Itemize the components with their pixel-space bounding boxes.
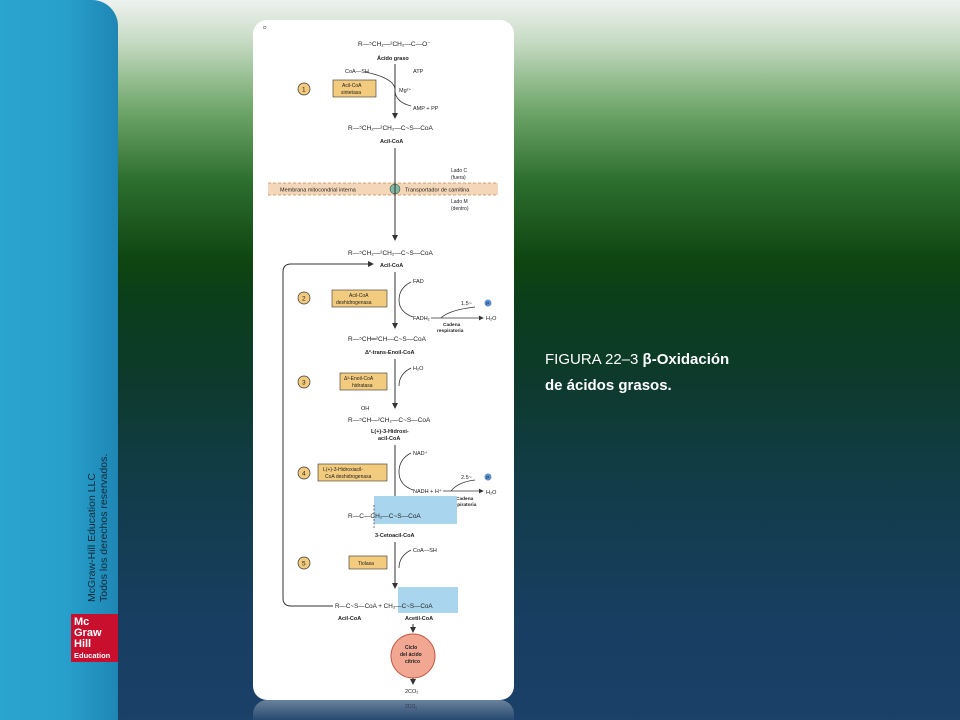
curve-step1	[364, 71, 412, 107]
copyright-notice: McGraw-Hill Education LLC Todos los dere…	[86, 454, 110, 602]
logo-line-3: Hill	[74, 638, 92, 650]
enzyme-acyl-coa-dehydrogenase	[331, 289, 388, 308]
chain-2-line-2: respiratoria	[450, 502, 477, 508]
nad-label: NAD⁺	[413, 450, 428, 457]
caption-title-2: de ácidos grasos.	[545, 377, 672, 394]
fadh2-label: FADH₂	[413, 316, 430, 322]
h2o-label: H₂O	[413, 366, 424, 372]
coa-sh-2: CoA—SH	[413, 548, 437, 554]
nadh-label: NADH + H⁺	[413, 488, 442, 495]
acetyl-highlight-box-2	[398, 587, 458, 613]
hydroxyacyl-label-2: acil-CoA	[378, 436, 400, 442]
acyl-coa-formula-1: R—⁵CH₂—²CH₂—C~S—CoA	[348, 125, 434, 132]
reflection-text: 2CO₂	[405, 704, 418, 710]
krebs-line-1: Ciclo	[405, 645, 417, 651]
chain-1-line-1: Cadena	[443, 322, 461, 328]
enzyme-3-line-1: Δ²-Enoil-CoA	[344, 376, 374, 382]
step-1-badge	[297, 82, 311, 96]
phosphate-p-2: P	[486, 475, 489, 480]
logo-line-2: Graw	[74, 627, 102, 639]
acyl-coa-label-2: Acil-CoA	[380, 263, 403, 269]
beta-oxidation-diagram: O R—⁵CH₂—²CH₂—C—O⁻ Ácido graso CoA—SH AT…	[263, 25, 498, 695]
caption-prefix: FIGURA 22–3	[545, 351, 643, 368]
hydroxyacyl-label-1: L(+)-3-Hidroxi-	[371, 429, 409, 435]
step-2-badge	[297, 291, 311, 305]
products-formula: R—C~S—CoA + CH₃—C~S—CoA	[335, 603, 433, 610]
oh-label: OH	[361, 406, 369, 412]
enzyme-3-line-2: hidratasa	[352, 383, 373, 389]
panel-reflection: 2CO₂	[253, 700, 514, 720]
atp-label: ATP	[413, 69, 424, 75]
water-1: H₂O	[486, 316, 497, 322]
coa-sh-1: CoA—SH	[345, 69, 369, 75]
enzyme-1-line-1: Acil-CoA	[342, 83, 362, 89]
enzyme-2-line-2: deshidrogenasa	[336, 300, 372, 306]
transporter-label: Transportador de carnitina	[405, 188, 470, 194]
fad-label: FAD	[413, 279, 424, 285]
enzyme-enoyl-coa-hydratase	[339, 372, 388, 391]
enzyme-thiolase	[348, 555, 388, 570]
yield-2: 2.5~	[461, 475, 472, 481]
mg-label: Mg²⁺	[399, 87, 411, 94]
enzyme-2-line-1: Acil-CoA	[349, 293, 369, 299]
enoyl-coa-label: Δ²-trans-Enoil-CoA	[365, 349, 415, 356]
phosphate-icon-1	[484, 299, 492, 307]
side-m-line-1: Lado M	[451, 199, 468, 205]
yield-1: 1.5~	[461, 301, 472, 307]
loop-arrow	[282, 261, 374, 607]
side-band	[0, 0, 118, 720]
figure-panel: O R—⁵CH₂—²CH₂—C—O⁻ Ácido graso CoA—SH AT…	[253, 20, 514, 700]
enzyme-hydroxyacyl-coa-dehydrogenase	[317, 463, 388, 482]
chain-2-line-1: Cadena	[456, 496, 474, 502]
figure-caption: FIGURA 22–3 β-Oxidación de ácidos grasos…	[545, 347, 805, 399]
product-acyl-coa: Acil-CoA	[338, 616, 361, 622]
step-5-number: 5	[302, 561, 306, 568]
acetyl-highlight-box-1	[374, 496, 457, 524]
product-acetyl-coa: Acetil-CoA	[405, 616, 433, 622]
inner-mitochondrial-membrane	[268, 183, 498, 195]
enoyl-coa-formula: R—⁵CH═²CH—C~S—CoA	[348, 336, 427, 343]
hydroxyacyl-formula: R—⁵CH—²CH₂—C~S—CoA	[348, 417, 431, 424]
mcgraw-hill-logo: Mc Graw Hill Education	[71, 614, 118, 662]
krebs-line-2: del ácido	[400, 652, 422, 658]
keto-acyl-formula: R—C—CH₂—C~S—CoA	[348, 513, 421, 520]
enzyme-5-label: Tiolasa	[358, 561, 374, 567]
chain-1-line-2: respiratoria	[437, 328, 464, 334]
logo-line-4: Education	[74, 651, 111, 660]
step-4-number: 4	[302, 471, 306, 478]
phosphate-icon-2	[484, 473, 492, 481]
enzyme-4-line-1: L(+)-3-Hidroxiacil-	[323, 467, 363, 473]
side-m-line-2: (dentro)	[451, 206, 469, 212]
caption-title-1: β-Oxidación	[642, 351, 730, 368]
acyl-coa-label-1: Acil-CoA	[380, 139, 403, 145]
amp-label: AMP + PP	[413, 106, 439, 112]
co2-label: 2CO₂	[405, 689, 418, 695]
copyright-line-2: Todos los derechos reservados.	[98, 453, 110, 602]
keto-acyl-label: 3-Cetoacil-CoA	[375, 533, 414, 539]
side-c-line-2: (fuera)	[451, 175, 466, 181]
logo-line-1: Mc	[74, 616, 90, 628]
step-3-badge	[297, 375, 311, 389]
side-c-line-1: Lado C	[451, 168, 468, 174]
copyright-line-1: McGraw-Hill Education LLC	[86, 473, 98, 602]
fatty-acid-formula: R—⁵CH₂—²CH₂—C—O⁻	[358, 41, 431, 48]
carbonyl-o-1: O	[263, 25, 267, 30]
fatty-acid-label: Ácido graso	[377, 55, 409, 62]
step-3-number: 3	[302, 380, 306, 387]
phosphate-p-1: P	[486, 301, 489, 306]
acyl-coa-formula-2: R—⁵CH₂—²CH₂—C~S—CoA	[348, 250, 434, 257]
step-5-badge	[297, 556, 311, 570]
step-4-badge	[297, 466, 311, 480]
enzyme-4-line-2: CoA deshidrogenasa	[325, 474, 372, 480]
enzyme-1-line-2: sintetasa	[341, 90, 361, 96]
step-1-number: 1	[302, 87, 306, 94]
membrane-label: Membrana mitocondrial interna	[280, 188, 357, 194]
enzyme-acyl-coa-synthetase	[332, 79, 377, 98]
step-2-number: 2	[302, 296, 306, 303]
water-2: H₂O	[486, 490, 497, 496]
krebs-line-3: cítrico	[405, 659, 420, 665]
